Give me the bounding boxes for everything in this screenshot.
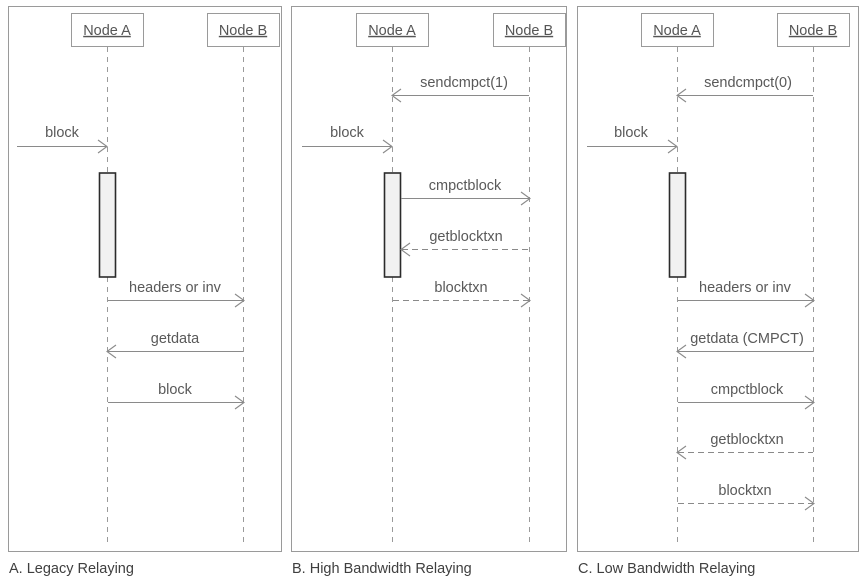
arrowhead-right-icon	[804, 395, 815, 410]
panel-caption: C. Low Bandwidth Relaying	[578, 561, 755, 577]
arrowhead-right-icon	[382, 139, 393, 154]
actor-label-node-a: Node A	[368, 23, 416, 39]
message-blocktxn: blocktxn	[678, 483, 815, 511]
arrowhead-right-icon	[667, 139, 678, 154]
arrowhead-right-icon	[520, 191, 531, 206]
message-sendcmpct: sendcmpct(0)	[676, 75, 813, 103]
message-getdata: getdata	[106, 331, 243, 359]
message-label: block	[45, 125, 80, 141]
arrowhead-right-icon	[234, 293, 245, 308]
actor-label-node-b: Node B	[219, 23, 267, 39]
message-block: block	[108, 382, 245, 410]
panel-border	[577, 6, 859, 552]
message-label: headers or inv	[699, 280, 792, 296]
panel-legacy-relaying: Node A Node B block headers or inv getda…	[8, 6, 282, 577]
arrowhead-left-icon	[391, 88, 402, 103]
message-label: headers or inv	[129, 280, 222, 296]
arrowhead-left-icon	[676, 344, 687, 359]
actor-label-node-a: Node A	[83, 23, 131, 39]
message-label: sendcmpct(0)	[704, 75, 792, 91]
arrowhead-right-icon	[520, 293, 531, 308]
message-label: block	[158, 382, 193, 398]
activation-bar-node-a	[668, 172, 687, 278]
actor-label-node-b: Node B	[505, 23, 553, 39]
arrowhead-right-icon	[234, 395, 245, 410]
arrowhead-left-icon	[400, 242, 411, 257]
message-getdata-cmpct: getdata (CMPCT)	[676, 331, 813, 359]
message-label: block	[614, 125, 649, 141]
actor-box-node-b	[207, 13, 280, 47]
arrowhead-right-icon	[97, 139, 108, 154]
arrowhead-right-icon	[804, 293, 815, 308]
arrowhead-left-icon	[106, 344, 117, 359]
activation-bar-node-a	[383, 172, 402, 278]
panel-high-bandwidth-relaying: Node A Node B sendcmpct(1) block cmpctbl…	[291, 6, 567, 577]
message-blocktxn: blocktxn	[393, 280, 531, 308]
message-sendcmpct: sendcmpct(1)	[391, 75, 529, 103]
message-getblocktxn: getblocktxn	[400, 229, 529, 257]
actor-box-node-a	[641, 13, 714, 47]
activation-bar-node-a	[98, 172, 117, 278]
message-label: blocktxn	[434, 280, 487, 296]
actor-label-node-a: Node A	[653, 23, 701, 39]
message-headers-or-inv: headers or inv	[678, 280, 815, 308]
message-cmpctblock: cmpctblock	[678, 382, 815, 410]
panel-border	[8, 6, 282, 552]
actor-box-node-b	[777, 13, 850, 47]
message-label: cmpctblock	[711, 382, 784, 398]
message-label: getblocktxn	[710, 432, 783, 448]
message-label: cmpctblock	[429, 178, 502, 194]
message-headers-or-inv: headers or inv	[108, 280, 245, 308]
message-label: getblocktxn	[429, 229, 502, 245]
arrowhead-right-icon	[804, 496, 815, 511]
message-label: getdata (CMPCT)	[690, 331, 804, 347]
message-label: block	[330, 125, 365, 141]
message-label: blocktxn	[718, 483, 771, 499]
message-label: sendcmpct(1)	[420, 75, 508, 91]
actor-box-node-b	[493, 13, 566, 47]
actor-label-node-b: Node B	[789, 23, 837, 39]
arrowhead-left-icon	[676, 88, 687, 103]
actor-box-node-a	[71, 13, 144, 47]
message-cmpctblock: cmpctblock	[401, 178, 531, 206]
message-label: getdata	[151, 331, 200, 347]
panel-border	[291, 6, 567, 552]
panel-caption: B. High Bandwidth Relaying	[292, 561, 472, 577]
arrowhead-left-icon	[676, 445, 687, 460]
actor-box-node-a	[356, 13, 429, 47]
message-block-inbound: block	[587, 125, 678, 154]
panel-caption: A. Legacy Relaying	[9, 561, 134, 577]
message-block-inbound: block	[302, 125, 393, 154]
message-block-inbound: block	[17, 125, 108, 154]
message-getblocktxn: getblocktxn	[676, 432, 813, 460]
panel-low-bandwidth-relaying: Node A Node B sendcmpct(0) block headers…	[577, 6, 859, 577]
